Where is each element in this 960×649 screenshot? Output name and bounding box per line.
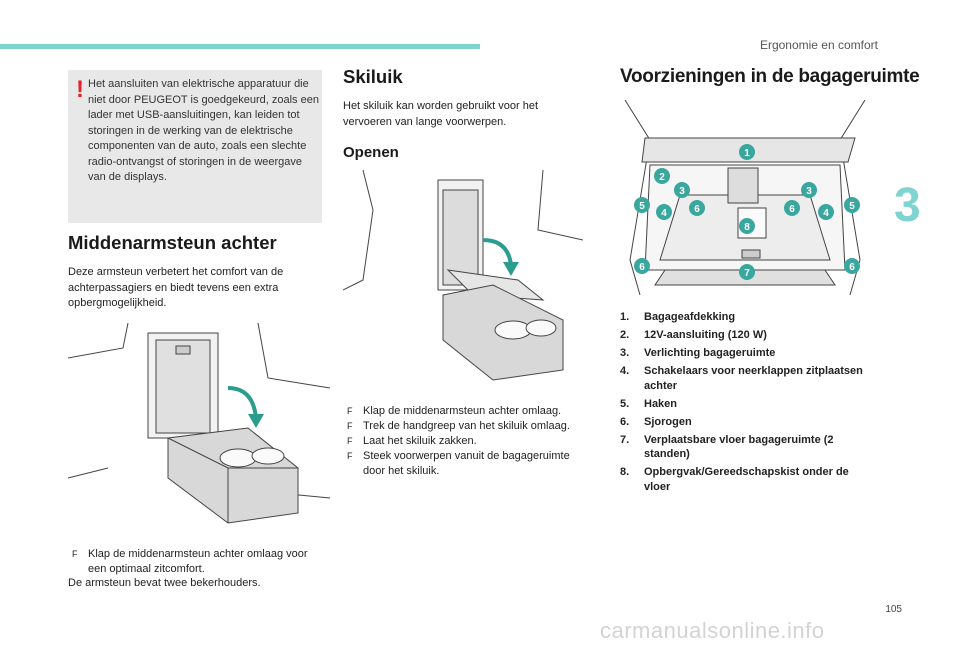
bullet-icon: F xyxy=(347,451,353,461)
watermark: carmanualsonline.info xyxy=(600,618,825,643)
svg-text:3: 3 xyxy=(806,186,812,197)
svg-text:3: 3 xyxy=(679,186,685,197)
callout-3: 3 xyxy=(674,182,690,198)
middenarmsteun-note: De armsteun bevat twee bekerhouders. xyxy=(68,577,261,589)
bagageruimte-legend: 1.Bagageafdekking 2.12V-aansluiting (120… xyxy=(620,310,870,498)
trunk-illustration: 1 2 3 3 4 4 5 5 6 6 6 6 7 8 xyxy=(620,100,870,300)
callout-6b: 6 xyxy=(784,200,800,216)
svg-text:5: 5 xyxy=(849,201,855,212)
legend-item: 8.Opbergvak/Gereedschapskist onder de vl… xyxy=(620,466,849,493)
page-number: 105 xyxy=(885,604,902,615)
callout-6d: 6 xyxy=(844,258,860,274)
accent-bar xyxy=(0,44,480,49)
legend-item: 7.Verplaatsbare vloer bagageruimte (2 st… xyxy=(620,433,834,461)
bagageruimte-title: Voorzieningen in de bagageruimte xyxy=(620,66,920,87)
chapter-number: 3 xyxy=(894,179,921,232)
middenarmsteun-intro: Deze armsteun verbetert het comfort van … xyxy=(68,266,284,309)
legend-item: 2.12V-aansluiting (120 W) xyxy=(620,329,767,341)
svg-text:6: 6 xyxy=(639,262,645,273)
armrest-illustration xyxy=(68,318,330,528)
svg-text:7: 7 xyxy=(744,268,750,279)
svg-text:6: 6 xyxy=(694,204,700,215)
callout-6c: 6 xyxy=(634,258,650,274)
callout-5: 5 xyxy=(634,197,650,213)
callout-6: 6 xyxy=(689,200,705,216)
skiluik-title: Skiluik xyxy=(343,66,403,87)
callout-7: 7 xyxy=(739,264,755,280)
callout-8: 8 xyxy=(739,218,755,234)
legend-item: 5.Haken xyxy=(620,397,678,410)
section-header: Ergonomie en comfort xyxy=(759,38,878,52)
bullet-icon: F xyxy=(347,421,353,431)
bullet-icon: F xyxy=(347,436,353,446)
openen-subtitle: Openen xyxy=(343,144,399,161)
svg-text:8: 8 xyxy=(744,222,750,233)
bullet-icon: F xyxy=(347,406,353,416)
skiluik-illustration xyxy=(343,170,583,385)
warning-box: ! Het aansluiten van elektrische apparat… xyxy=(68,70,322,223)
svg-text:6: 6 xyxy=(849,262,855,273)
callout-2: 2 xyxy=(654,168,670,184)
bullet-icon: F xyxy=(72,549,78,559)
svg-text:4: 4 xyxy=(661,208,667,219)
legend-item: 3.Verlichting bagageruimte xyxy=(620,347,776,359)
legend-item: 4.Schakelaars voor neerklappen zitplaats… xyxy=(620,365,863,392)
fold-arrow xyxy=(227,386,258,419)
svg-text:1: 1 xyxy=(744,148,750,159)
svg-text:5: 5 xyxy=(639,201,645,212)
middenarmsteun-title: Middenarmsteun achter xyxy=(68,232,277,253)
legend-item: 6.Sjorogen xyxy=(620,415,692,428)
svg-text:2: 2 xyxy=(659,172,665,183)
callout-4b: 4 xyxy=(818,204,834,220)
svg-text:4: 4 xyxy=(823,208,829,219)
callouts: 1 2 3 3 4 4 5 5 6 6 6 6 7 8 xyxy=(634,144,860,280)
callout-3b: 3 xyxy=(801,182,817,198)
callout-1: 1 xyxy=(739,144,755,160)
warning-icon: ! xyxy=(76,76,84,103)
svg-text:6: 6 xyxy=(789,204,795,215)
legend-item: 1.Bagageafdekking xyxy=(620,311,736,323)
skiluik-intro: Het skiluik kan worden gebruikt voor het… xyxy=(343,100,539,128)
warning-text: Het aansluiten van elektrische apparatuu… xyxy=(88,78,319,183)
callout-5b: 5 xyxy=(844,197,860,213)
fold-arrow xyxy=(482,238,513,266)
callout-4: 4 xyxy=(656,204,672,220)
